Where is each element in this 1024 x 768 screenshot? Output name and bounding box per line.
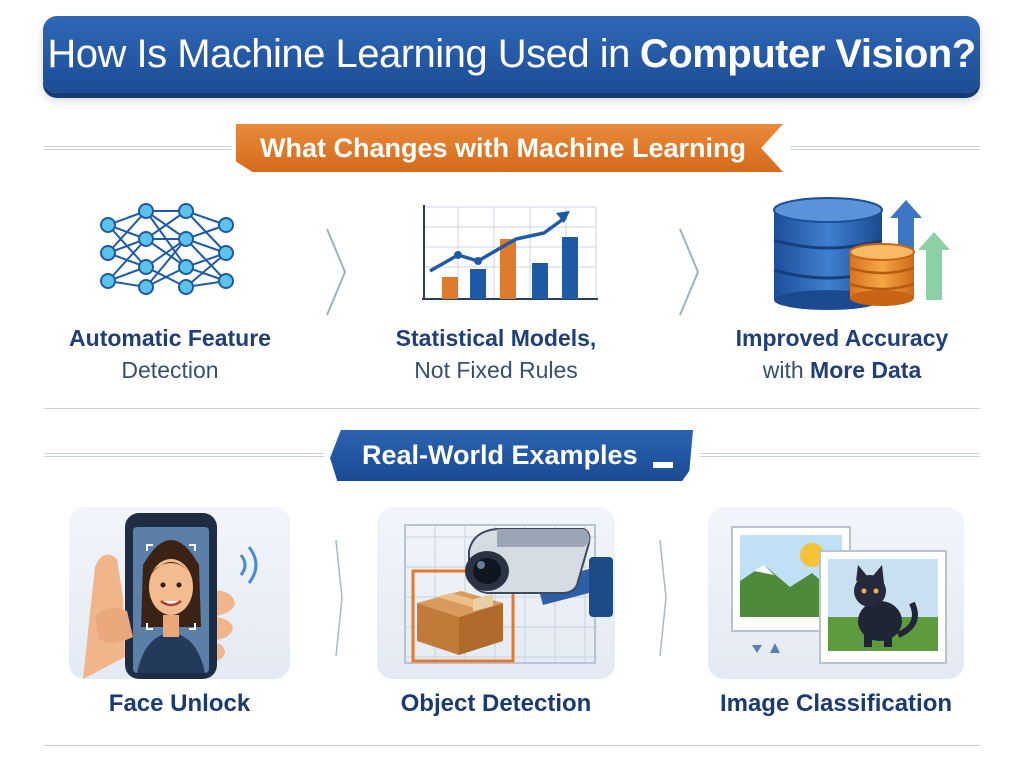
divider-line [790,146,980,150]
neural-network-icon [98,203,240,295]
photos-cat-icon [708,507,964,679]
section-heading-examples: Real-World Examples [330,430,693,481]
chevron-right-icon [325,227,347,317]
feature-subtitle-prefix: with [762,357,804,383]
page-title-part2: Computer Vision? [639,32,976,76]
feature-title: Statistical Models, [395,325,597,351]
security-camera-box-icon [377,507,615,679]
chevron-right-icon [334,538,344,658]
page-title-banner: How Is Machine Learning Used in Computer… [43,16,980,93]
divider-line [44,453,324,457]
feature-subtitle-emphasis: More Data [810,357,922,383]
example-label-object-detection: Object Detection [400,690,592,717]
bar-chart-icon [418,203,600,303]
feature-title: Automatic Feature [69,325,271,351]
feature-automatic-detection: Automatic Feature Detection [60,322,280,386]
example-card-face-unlock [69,507,290,679]
section-heading-text: What Changes with Machine Learning [260,132,747,163]
example-label-face-unlock: Face Unlock [108,690,251,717]
divider-line [700,453,980,457]
feature-title: Improved Accuracy [735,325,949,351]
feature-subtitle: Not Fixed Rules [414,357,578,383]
example-card-image-classification [708,507,964,679]
face-unlock-phone-icon [73,507,278,679]
page-title-part1: How Is Machine Learning Used in [47,32,630,76]
example-card-object-detection [377,507,615,679]
section-divider [44,408,980,409]
chevron-right-icon [678,227,700,317]
bottom-divider [44,745,980,746]
chevron-right-icon [658,538,668,658]
dash-decoration [653,462,673,468]
feature-subtitle: Detection [121,357,219,383]
example-label-image-classification: Image Classification [719,690,953,717]
section-heading-ml-changes: What Changes with Machine Learning [236,124,783,172]
divider-line [44,146,232,150]
feature-improved-accuracy: Improved Accuracy with More Data [722,322,962,386]
database-icon [770,196,955,312]
feature-statistical-models: Statistical Models, Not Fixed Rules [376,322,616,386]
section-heading-text: Real-World Examples [362,440,638,470]
